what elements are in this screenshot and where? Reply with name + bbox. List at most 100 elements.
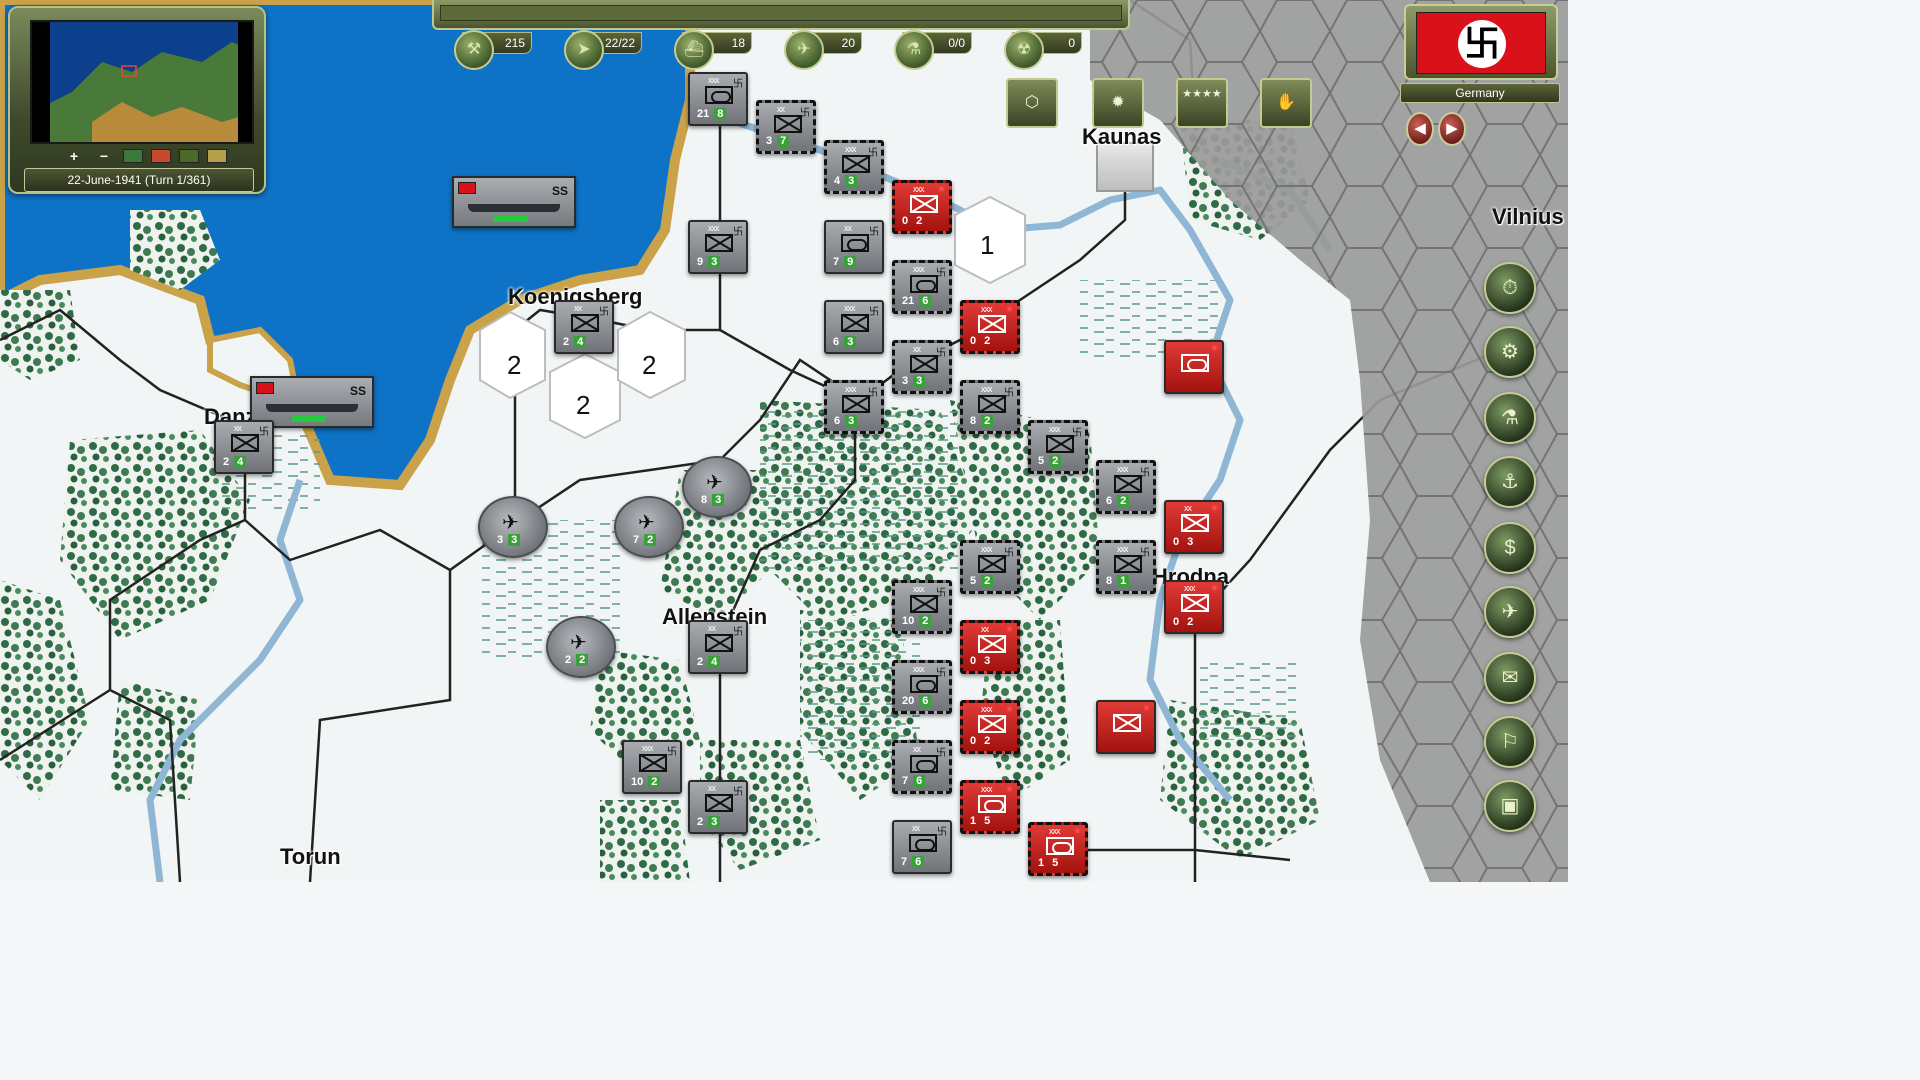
unit-experience-value: 3 [913,375,926,387]
unit-size: xxx [981,544,992,554]
submarine-unit[interactable]: SS [452,176,576,228]
armor-symbol-icon [910,675,938,693]
armor-symbol-icon [909,834,937,852]
end-turn-button[interactable]: ⏱ [1484,262,1536,314]
production-button[interactable]: ⚙ [1484,326,1536,378]
top-resource-bar [432,0,1130,30]
next-nation-button[interactable]: ▶ [1438,112,1466,146]
movement-icon[interactable]: ➤ [564,30,604,70]
nation-flag-panel[interactable]: 卐 [1404,4,1558,80]
resource-production: 215 ⚒ [432,30,532,74]
naval-icon[interactable]: ⛴ [674,30,714,70]
production-icon[interactable]: ⚒ [454,30,494,70]
soviet-infantry-unit[interactable]: ★ [1096,700,1156,754]
submarine-unit[interactable]: SS [250,376,374,428]
diplomacy-button[interactable]: ✋ [1260,78,1312,128]
zoom-in-button[interactable]: + [69,148,79,164]
infantry-symbol-icon [1046,435,1074,453]
hex-grid-button[interactable]: ⬡ [1006,78,1058,128]
kaunas-city-hex[interactable] [1096,142,1154,192]
settings-button[interactable]: ⚐ [1484,716,1536,768]
save-button[interactable]: ▣ [1484,780,1536,832]
unit-strength-value: 0 [970,655,977,667]
supply-filter-icon[interactable] [179,149,199,163]
unit-strength-value: 3 [902,375,909,387]
air-button[interactable]: ✈ [1484,586,1536,638]
unit-strength-value: 21 [697,108,710,120]
research-icon[interactable]: ⚗ [894,30,934,70]
weather-filter-icon[interactable] [207,149,227,163]
unit-experience-value: 3 [712,494,725,506]
unit-experience-value: 6 [919,295,932,307]
unit-experience-value: 9 [844,256,857,268]
iron-cross-icon: 卐 [733,627,743,638]
soviet-armor-unit[interactable]: ★ [1164,340,1224,394]
unit-strength-value: 3 [766,135,773,147]
iron-cross-icon: 卐 [936,748,946,759]
generals-button[interactable]: ★★★★ [1176,78,1228,128]
previous-nation-button[interactable]: ◀ [1406,112,1434,146]
unit-strength-value: 20 [902,695,915,707]
minimap-toolbar: + − [50,145,240,167]
political-filter-icon[interactable] [151,149,171,163]
unit-size: xxx [981,704,992,714]
zoom-out-button[interactable]: − [99,148,109,164]
unit-strength-value: 8 [1106,575,1113,587]
air-icon[interactable]: ✈ [784,30,824,70]
unit-strength-value: 7 [633,534,640,546]
fleet-button[interactable]: ⚓ [1484,456,1536,508]
combat-button[interactable]: ✹ [1092,78,1144,128]
minimap[interactable] [30,20,254,144]
terrain-filter-icon[interactable] [123,149,143,163]
infantry-symbol-icon [910,355,938,373]
research-button[interactable]: ⚗ [1484,392,1536,444]
economy-button[interactable]: $ [1484,522,1536,574]
infantry-symbol-icon [910,595,938,613]
unit-experience-value: 2 [919,615,932,627]
nuclear-icon[interactable]: ☢ [1004,30,1044,70]
unit-strength-value: 3 [497,534,504,546]
reports-button[interactable]: ✉ [1484,652,1536,704]
unit-size: xxx [1117,464,1128,474]
